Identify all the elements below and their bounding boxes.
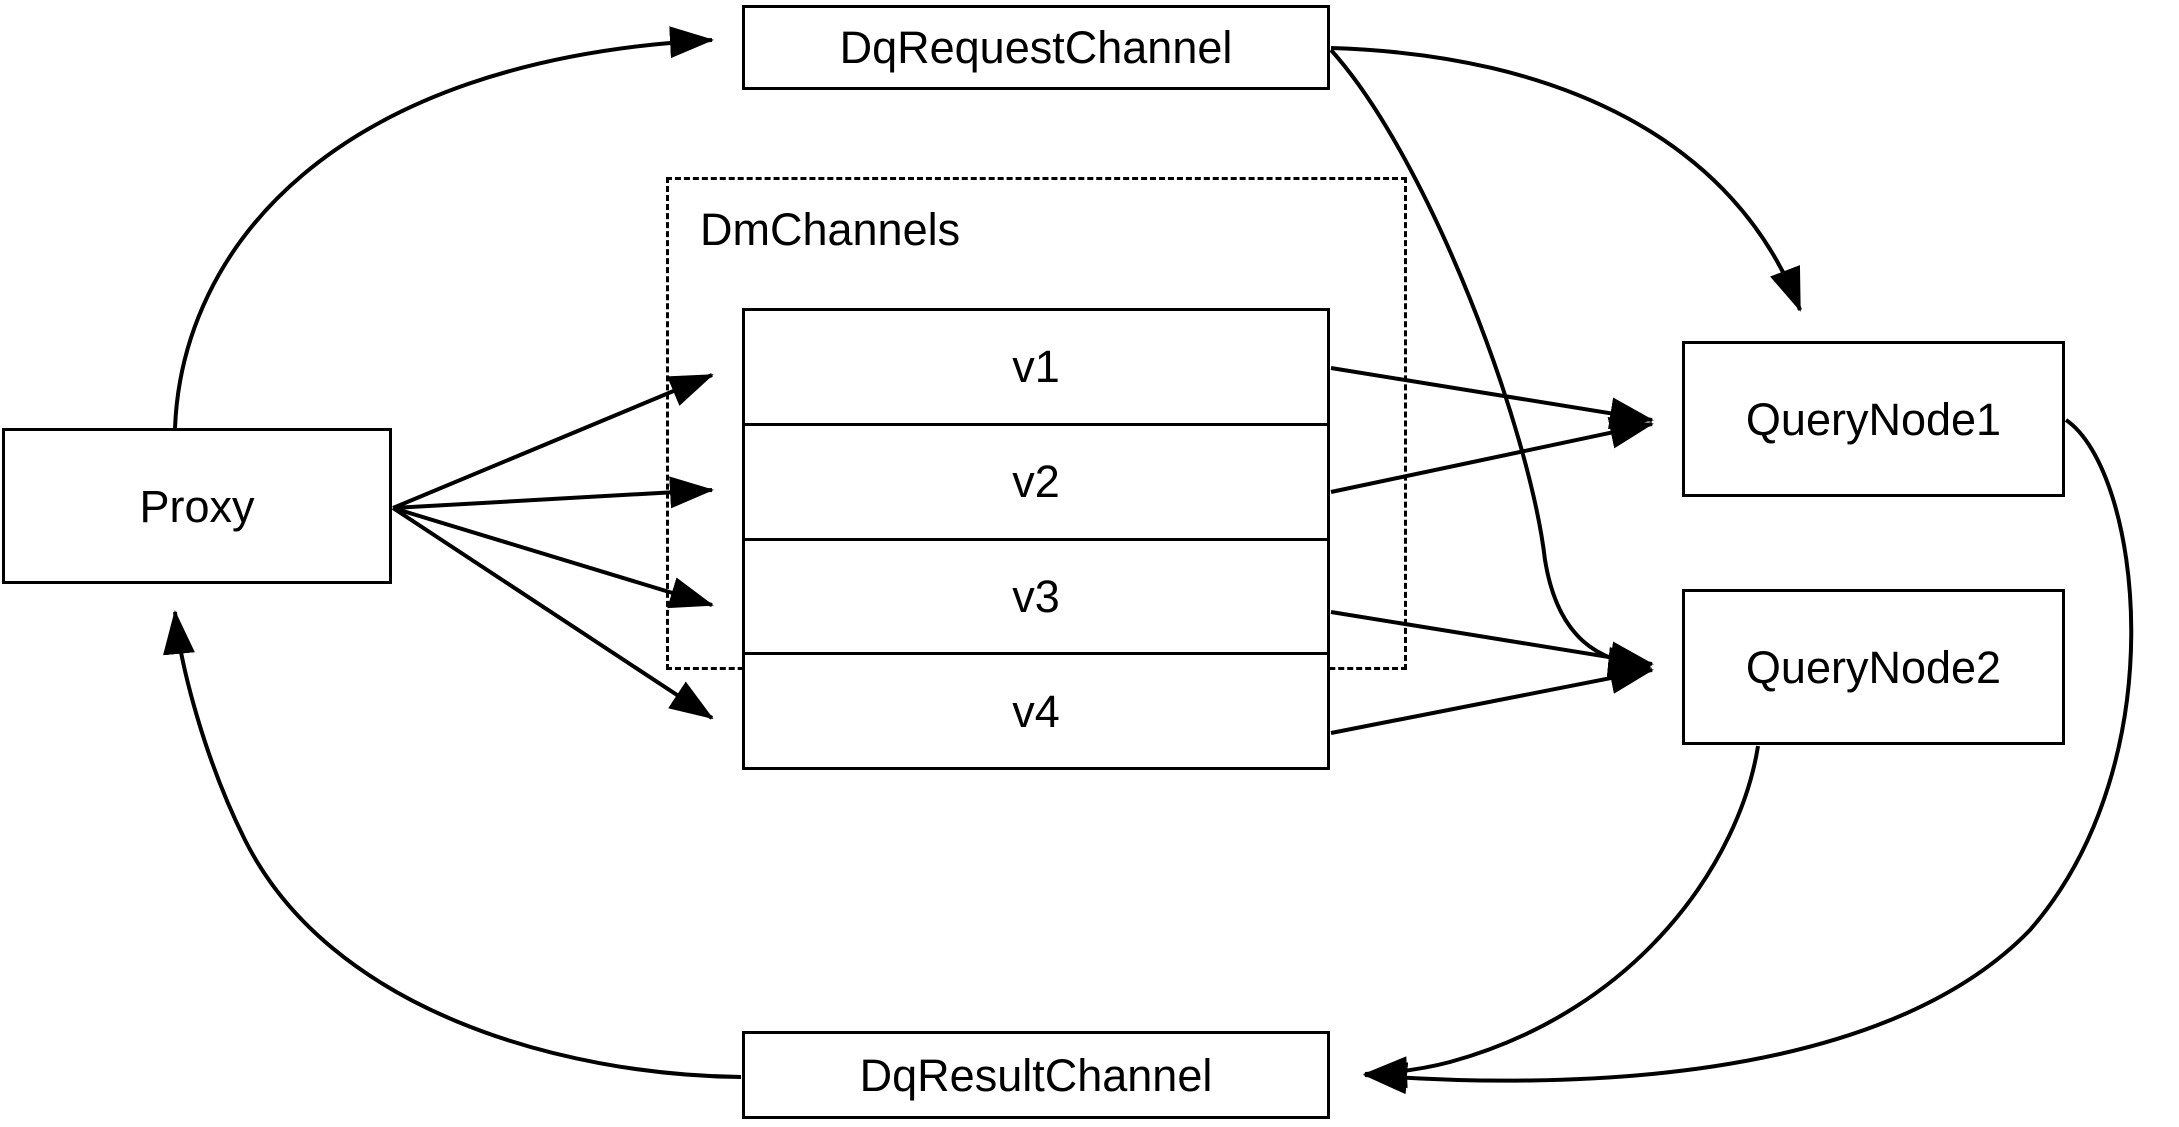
edge-dq-request-channel-to-query-node-2 <box>1329 48 1652 679</box>
node-proxy-label: Proxy <box>139 480 255 532</box>
edge-v4-to-query-node-2 <box>1330 662 1654 735</box>
channel-table: v1 v2 v3 v4 <box>742 308 1330 770</box>
channel-row-v3[interactable]: v3 <box>745 541 1327 656</box>
channel-row-v1[interactable]: v1 <box>745 311 1327 426</box>
node-query-node-1-label: QueryNode1 <box>1745 393 2002 445</box>
node-proxy[interactable]: Proxy <box>2 428 392 584</box>
group-dm-channels-label: DmChannels <box>700 204 961 255</box>
node-query-node-1[interactable]: QueryNode1 <box>1682 341 2065 497</box>
edge-dq-request-channel-to-query-node-1 <box>1330 46 1802 312</box>
channel-row-v1-label: v1 <box>1012 341 1060 393</box>
edge-proxy-to-v2 <box>392 476 714 510</box>
edge-proxy-to-dq-request-channel <box>173 26 714 429</box>
channel-row-v2[interactable]: v2 <box>745 426 1327 541</box>
channel-row-v4[interactable]: v4 <box>745 655 1327 767</box>
edge-proxy-to-v4 <box>391 506 714 720</box>
edge-v1-to-query-node-1 <box>1330 366 1654 430</box>
node-query-node-2[interactable]: QueryNode2 <box>1682 589 2065 745</box>
channel-row-v2-label: v2 <box>1012 456 1060 508</box>
edge-query-node-2-to-dq-result-channel <box>1363 745 1760 1089</box>
node-dq-result-channel-label: DqResultChannel <box>859 1049 1213 1101</box>
node-query-node-2-label: QueryNode2 <box>1745 641 2002 693</box>
edge-v2-to-query-node-1 <box>1330 417 1654 494</box>
node-dq-result-channel[interactable]: DqResultChannel <box>742 1031 1330 1119</box>
edge-proxy-to-v3 <box>392 506 714 609</box>
node-dq-request-channel[interactable]: DqRequestChannel <box>742 5 1330 90</box>
edge-proxy-to-v1 <box>392 373 714 510</box>
edge-v3-to-query-node-2 <box>1330 610 1654 674</box>
node-dq-request-channel-label: DqRequestChannel <box>839 22 1233 73</box>
edge-query-node-1-to-dq-result-channel <box>1363 418 2134 1095</box>
channel-row-v3-label: v3 <box>1012 570 1060 622</box>
edge-dq-result-channel-to-proxy <box>163 610 742 1079</box>
channel-row-v4-label: v4 <box>1012 685 1060 737</box>
